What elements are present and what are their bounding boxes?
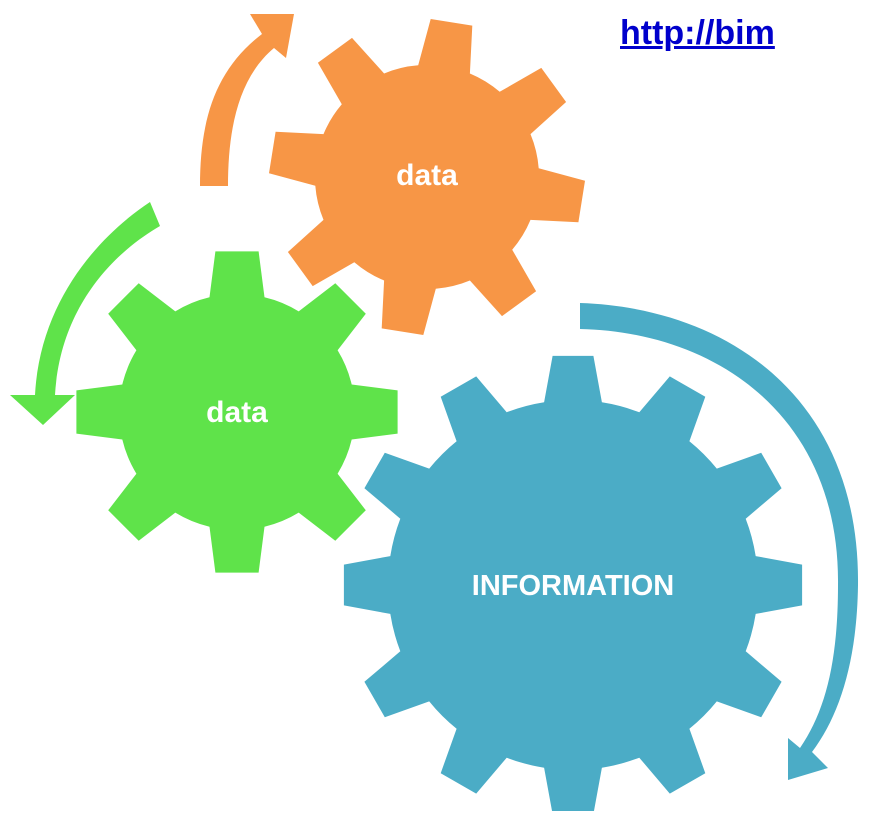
green-gear-label: data — [206, 396, 268, 429]
blue-curved-arrow-icon — [580, 303, 859, 780]
blue-gear — [343, 355, 803, 815]
blue-gear-label: INFORMATION — [472, 570, 674, 602]
orange-curved-arrow-icon — [200, 14, 294, 186]
orange-gear-label: data — [396, 159, 458, 192]
orange-gear — [269, 19, 585, 335]
hyperlink[interactable]: http://bim — [620, 14, 775, 52]
green-curved-arrow-icon — [10, 202, 160, 425]
green-gear — [76, 251, 398, 573]
